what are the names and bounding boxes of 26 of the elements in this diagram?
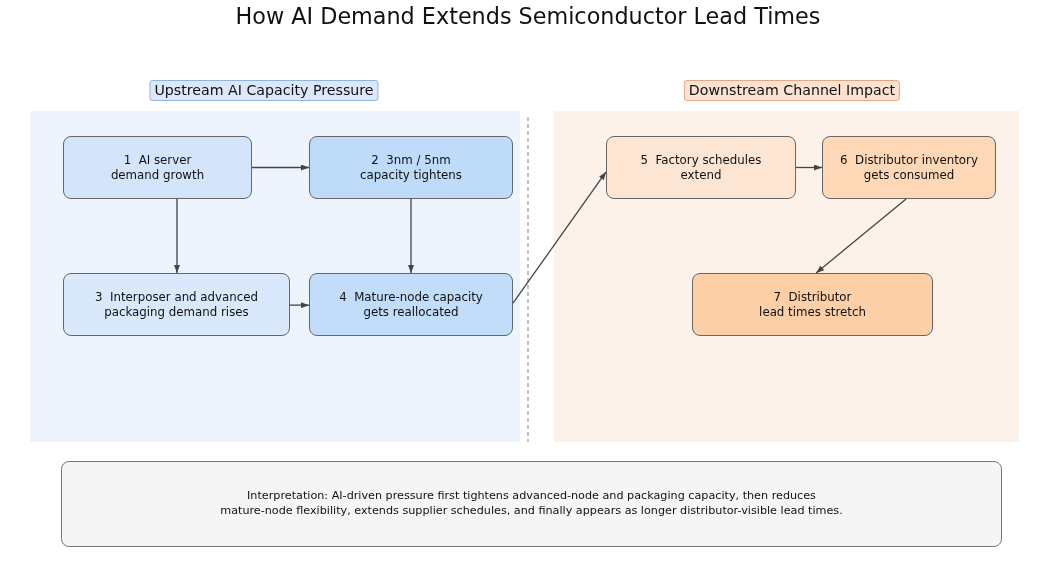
step-text: 4 Mature-node capacity gets reallocated	[339, 289, 483, 320]
process-box	[63, 273, 290, 336]
arrow	[815, 198, 907, 274]
step-text: 6 Distributor inventory gets consumed	[840, 152, 978, 183]
process-box	[692, 273, 933, 336]
step-text: 7 Distributor lead times stretch	[759, 289, 866, 320]
arrow	[173, 198, 180, 274]
arrow	[289, 302, 310, 309]
process-box	[606, 136, 796, 199]
arrow	[512, 171, 607, 304]
panel-heading: Downstream Channel Impact	[683, 80, 901, 101]
step-text: 5 Factory schedules extend	[640, 152, 762, 183]
step-text: 1 AI server demand growth	[110, 152, 205, 183]
arrow	[251, 164, 310, 171]
process-box	[822, 136, 996, 199]
panel-heading: Upstream AI Capacity Pressure	[149, 80, 379, 101]
diagram-title: How AI Demand Extends Semiconductor Lead Times	[235, 3, 821, 29]
process-box	[309, 136, 513, 199]
step-text: 3 Interposer and advanced packaging demand rises	[95, 289, 258, 320]
arrow	[795, 164, 823, 171]
process-box	[309, 273, 513, 336]
process-box	[63, 136, 252, 199]
note-box	[61, 461, 1002, 547]
note-text: Interpretation: AI-driven pressure first tightens advanced-node and packaging capacity, then reduces mature-node flexibility, extends supplier schedules, and finally appears as longer distributor-visible lead times.	[220, 489, 843, 519]
step-text: 2 3nm / 5nm capacity tightens	[360, 152, 462, 183]
arrow	[408, 198, 414, 274]
